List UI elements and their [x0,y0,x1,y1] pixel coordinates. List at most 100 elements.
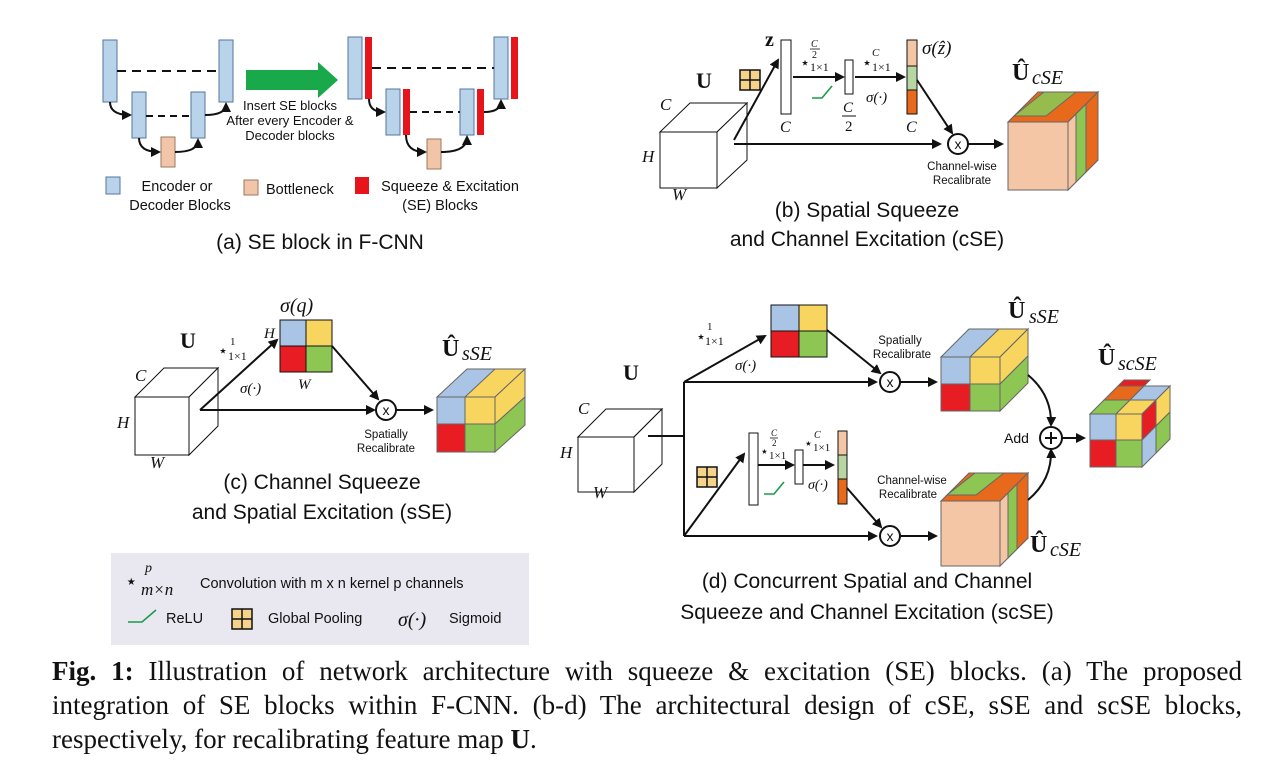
conv1-star: ⋆ [800,55,810,72]
panel-d-caption-1: (d) Concurrent Spatial and Channel [702,570,1032,593]
bottleneck-vector [794,449,804,485]
output-u-hat-cse: Û [1030,531,1047,558]
decoder-block [493,36,509,100]
output-cube-cse [1006,90,1100,192]
add-label: Add [1004,430,1029,446]
sigma-z-dim-c: C [906,119,917,136]
panel-a-caption: (a) SE block in F-CNN [216,231,424,254]
output-cube-scse [1088,379,1172,469]
legend-relu-text: ReLU [166,611,203,627]
half-c-den: 2 [845,119,853,135]
output-sub-cse: cSE [1050,539,1081,561]
se-block [477,89,484,135]
z-vector [748,432,759,506]
dim-w: W [672,185,688,204]
legend-pool-text: Global Pooling [268,611,362,627]
panel-c-caption-2: and Spatial Excitation (sSE) [192,501,452,524]
multiply-symbol-top: x [887,374,894,390]
legend-encoder-label-1: Encoder or [142,179,213,195]
encoder-decoder-network-left [102,39,234,168]
panel-b: U C H W z C ⋆ 1×1 C 2 C 2 ⋆ 1×1 C σ(·) [641,29,1100,251]
output-u-hat-scse: Û [1098,344,1115,371]
panel-b-caption-1: (b) Spatial Squeeze [775,199,959,222]
legend-se-label-2: (SE) Blocks [402,198,478,214]
legend-encoder-label-2: Decoder Blocks [129,198,231,214]
encoder-decoder-network-right [347,36,518,170]
decoder-block [459,88,475,136]
caption-period: . [530,724,537,754]
conv-b2-sub: 1×1 [813,442,830,454]
caption-label: Fig. 1: [52,656,134,686]
sigma-label: σ(·) [866,90,887,106]
relu-icon [764,481,785,495]
legend-se-swatch [355,177,369,194]
conv1-sup-num: C [811,39,818,50]
sigma-top: σ(·) [735,358,756,374]
u-label: U [180,328,196,353]
recal-line1: Channel-wise [927,161,997,173]
z-label: z [765,29,774,51]
encoder-block [102,39,118,103]
recal-spatial-1: Spatially [878,335,922,347]
dim-h: H [116,413,131,432]
panel-c: U C H W ⋆ 1×1 1 σ(·) σ(q) H W x Spatiall… [116,295,527,524]
z-vector [780,39,792,115]
legend-pool-icon [231,608,253,630]
sigma-z-vector [906,39,918,115]
insert-text-line2: After every Encoder & [226,113,353,128]
output-sub-sse: sSE [1029,306,1059,328]
recal-line1: Spatially [364,429,408,441]
dim-c: C [135,366,147,385]
conv2-star: ⋆ [862,55,872,72]
output-sub-scse: scSE [1118,353,1157,375]
multiply-symbol-bottom: x [887,528,894,544]
conv1-sup-den: 2 [812,50,817,61]
conv-b2-star: ⋆ [804,437,813,452]
output-cube-sse [939,327,1030,413]
conv-top-sup: 1 [707,321,713,333]
sigma-q-label: σ(q) [280,295,314,317]
multiply-symbol: x [383,402,390,418]
panel-c-caption-1: (c) Channel Squeeze [223,471,420,494]
legend-conv-star: ⋆ [125,571,138,593]
panel-a: Insert SE blocks After every Encoder & D… [102,36,519,254]
recal-channel-1: Channel-wise [877,475,947,487]
dim-h: H [641,147,656,166]
output-u-hat: Û [442,335,459,362]
output-u-hat-sse: Û [1008,297,1025,324]
insert-arrow [246,62,338,98]
caption-text: Illustration of network architecture wit… [52,656,1242,754]
relu-icon [812,85,833,99]
conv-b1-star: ⋆ [760,445,769,460]
z-dim-c: C [780,119,791,136]
panel-d: U C H W 1×1 ⋆ 1 σ(·) Spatially Recalibra… [559,297,1172,624]
legend-sigmoid-text: Sigmoid [449,611,501,627]
legend-conv-text: Convolution with m x n kernel p channels [200,576,464,592]
encoder-block [347,36,363,100]
output-cube-cse [939,471,1030,568]
dim-w: W [593,483,609,502]
figure-diagram: Insert SE blocks After every Encoder & D… [102,29,1172,645]
legend-box: ⋆ p m×n Convolution with m x n kernel p … [111,553,529,645]
legend-bottleneck-swatch [243,179,259,196]
se-block [403,89,410,135]
legend-conv-sup: p [144,561,152,576]
sigma-bottom: σ(·) [808,478,828,493]
encoder-block [385,88,401,136]
conv-top-star-symbol: ⋆ [696,329,706,346]
conv-star: ⋆ [218,343,228,360]
half-c-num: C [843,100,854,116]
map-w: W [298,377,312,393]
dim-h: H [559,443,574,462]
figure-caption: Fig. 1: Illustration of network architec… [52,654,1242,756]
global-pool-icon [739,69,761,91]
panel-d-caption-2: Squeeze and Channel Excitation (scSE) [680,601,1054,624]
decoder-block [190,91,206,139]
output-sub-sse: sSE [462,343,492,365]
recal-line2: Recalibrate [357,443,415,455]
se-block [511,37,518,99]
recal-spatial-2: Recalibrate [873,349,931,361]
caption-bold-u: U [510,724,531,754]
map-h: H [263,326,276,342]
insert-text-line1: Insert SE blocks [243,98,337,113]
